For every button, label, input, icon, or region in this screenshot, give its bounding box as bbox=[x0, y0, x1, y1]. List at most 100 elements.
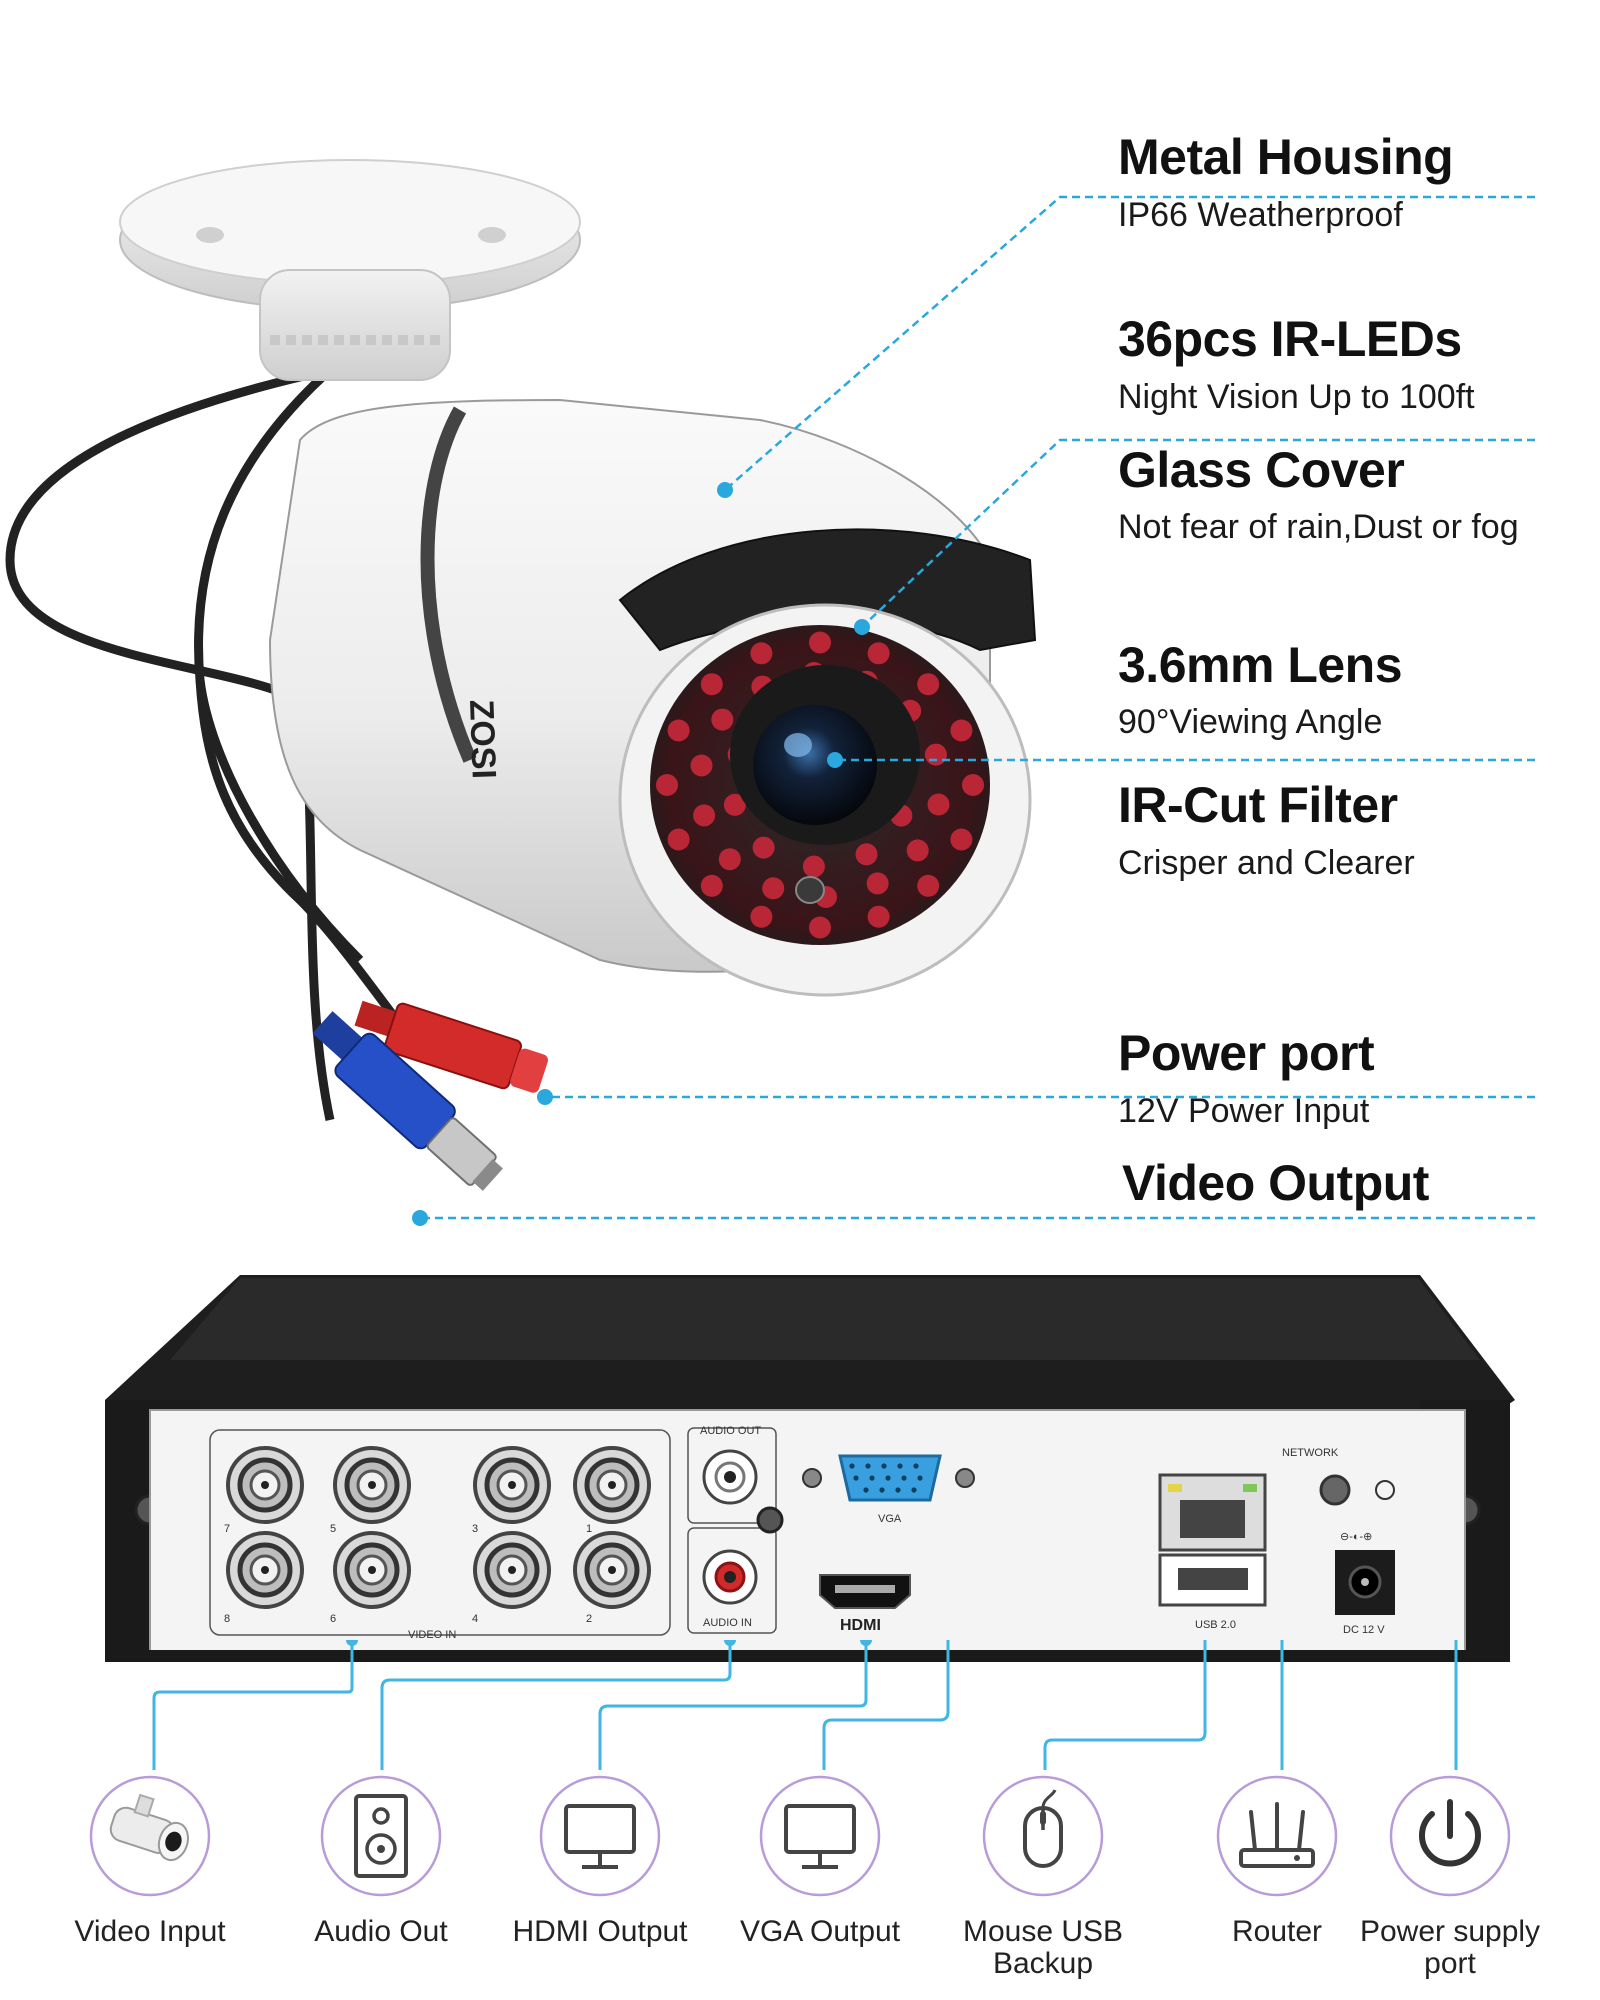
bnc-port bbox=[333, 1531, 411, 1609]
channel-number: 3 bbox=[472, 1523, 478, 1535]
port-mouse-usb bbox=[981, 1774, 1105, 1903]
ir-led bbox=[867, 905, 890, 928]
power-icon bbox=[1389, 1775, 1511, 1897]
bnc-port bbox=[473, 1531, 551, 1609]
ir-led bbox=[693, 804, 716, 827]
callout-lines bbox=[420, 195, 1535, 1220]
callout-dot bbox=[412, 1210, 428, 1226]
bnc-port bbox=[226, 1531, 304, 1609]
callout-dot bbox=[827, 752, 843, 768]
port-audio-out bbox=[319, 1774, 443, 1903]
port-icons-row: Video Input Audio Out HDMI Output bbox=[0, 1760, 1600, 2000]
ir-led bbox=[866, 872, 889, 895]
camera-cable bbox=[194, 366, 424, 1053]
speaker-icon bbox=[320, 1775, 442, 1897]
feature-subtitle-ir-leds: Night Vision Up to 100ft bbox=[1118, 378, 1475, 416]
port-label-power-supply: Power supply port bbox=[1359, 1915, 1541, 1980]
bnc-port bbox=[573, 1446, 651, 1524]
ir-led bbox=[917, 874, 940, 897]
lens bbox=[753, 705, 877, 825]
bnc-port bbox=[333, 1446, 411, 1524]
feature-title-ir-leds: 36pcs IR-LEDs bbox=[1118, 311, 1462, 367]
feature-title-video-output: Video Output bbox=[1122, 1155, 1429, 1211]
ir-led bbox=[906, 839, 929, 862]
channel-number: 6 bbox=[330, 1613, 336, 1625]
port-label-audio-out: Audio Out bbox=[314, 1915, 448, 1948]
ir-led bbox=[718, 848, 741, 871]
router-icon bbox=[1216, 1775, 1338, 1897]
port-vga-output bbox=[758, 1774, 882, 1903]
camera-brand-logo: ZOSI bbox=[462, 699, 503, 780]
callout-dot bbox=[717, 482, 733, 498]
bnc-port bbox=[473, 1446, 551, 1524]
feature-subtitle-ir-cut: Crisper and Clearer bbox=[1118, 844, 1415, 882]
feature-title-ir-cut: IR-Cut Filter bbox=[1118, 777, 1398, 833]
ir-led bbox=[950, 828, 973, 851]
ir-led bbox=[867, 642, 890, 665]
port-label-video-input: Video Input bbox=[74, 1915, 226, 1948]
ir-led bbox=[802, 855, 825, 878]
mount-arm bbox=[259, 269, 451, 381]
port-router bbox=[1215, 1774, 1339, 1903]
port-label-vga-output: VGA Output bbox=[739, 1915, 901, 1948]
ir-led bbox=[667, 719, 690, 742]
feature-subtitle-power-port: 12V Power Input bbox=[1118, 1092, 1370, 1130]
channel-number: 7 bbox=[224, 1523, 230, 1535]
monitor-icon bbox=[759, 1775, 881, 1897]
ir-led bbox=[700, 874, 723, 897]
label-audio-out: AUDIO OUT bbox=[700, 1425, 761, 1437]
ir-led bbox=[809, 631, 831, 654]
port-label-mouse-usb: Mouse USB Backup bbox=[962, 1915, 1124, 1980]
feature-subtitle-glass-cover: Not fear of rain,Dust or fog bbox=[1118, 508, 1519, 546]
ir-led bbox=[950, 719, 973, 742]
channel-number: 1 bbox=[586, 1523, 592, 1535]
ir-led bbox=[855, 843, 878, 866]
port-power-supply bbox=[1388, 1774, 1512, 1903]
dvr-recorder: AUDIO OUT AUDIO IN VGA HDMI NETWORK USB … bbox=[105, 1275, 1515, 1662]
ir-led bbox=[924, 743, 947, 766]
port-label-hdmi-output: HDMI Output bbox=[512, 1915, 688, 1948]
ir-led bbox=[917, 673, 940, 696]
label-video-in: VIDEO IN bbox=[408, 1629, 456, 1641]
label-audio-in: AUDIO IN bbox=[703, 1617, 752, 1629]
ir-led bbox=[750, 642, 773, 665]
camera-icon bbox=[89, 1775, 211, 1897]
feature-subtitle-lens: 90°Viewing Angle bbox=[1118, 703, 1383, 741]
mouse-icon bbox=[982, 1775, 1104, 1897]
channel-number: 2 bbox=[586, 1613, 592, 1625]
connector-lines bbox=[152, 1640, 1458, 1770]
bnc-ports bbox=[226, 1446, 651, 1609]
ir-led bbox=[723, 793, 746, 816]
channel-number: 8 bbox=[224, 1613, 230, 1625]
ir-led bbox=[752, 836, 775, 859]
feature-title-lens: 3.6mm Lens bbox=[1118, 637, 1403, 693]
bnc-port bbox=[226, 1446, 304, 1524]
callout-dot bbox=[537, 1089, 553, 1105]
ir-led bbox=[690, 754, 713, 777]
feature-title-metal-housing: Metal Housing bbox=[1118, 129, 1454, 185]
camera-illustration: ZOSI bbox=[5, 159, 1535, 1226]
bnc-port bbox=[573, 1531, 651, 1609]
channel-number: 4 bbox=[472, 1613, 478, 1625]
label-vga: VGA bbox=[878, 1513, 902, 1525]
port-label-router: Router bbox=[1231, 1915, 1323, 1948]
label-dc-polarity: ⊖-◐-⊕ bbox=[1340, 1531, 1372, 1543]
ir-led bbox=[762, 877, 785, 900]
label-usb: USB 2.0 bbox=[1195, 1619, 1236, 1631]
port-hdmi-output bbox=[538, 1774, 662, 1903]
dvr-back-panel bbox=[149, 1409, 1466, 1656]
ir-led bbox=[927, 793, 950, 816]
ir-led bbox=[750, 905, 773, 928]
monitor-icon bbox=[539, 1775, 661, 1897]
ir-led bbox=[711, 708, 734, 731]
label-dc: DC 12 V bbox=[1343, 1624, 1385, 1636]
label-network: NETWORK bbox=[1282, 1447, 1339, 1459]
power-connector bbox=[354, 1000, 548, 1093]
feature-subtitle-metal-housing: IP66 Weatherproof bbox=[1118, 196, 1403, 234]
ir-led bbox=[656, 774, 678, 796]
ir-led bbox=[700, 673, 723, 696]
label-hdmi: HDMI bbox=[840, 1617, 881, 1634]
callout-dot bbox=[854, 619, 870, 635]
ir-led bbox=[809, 916, 831, 939]
